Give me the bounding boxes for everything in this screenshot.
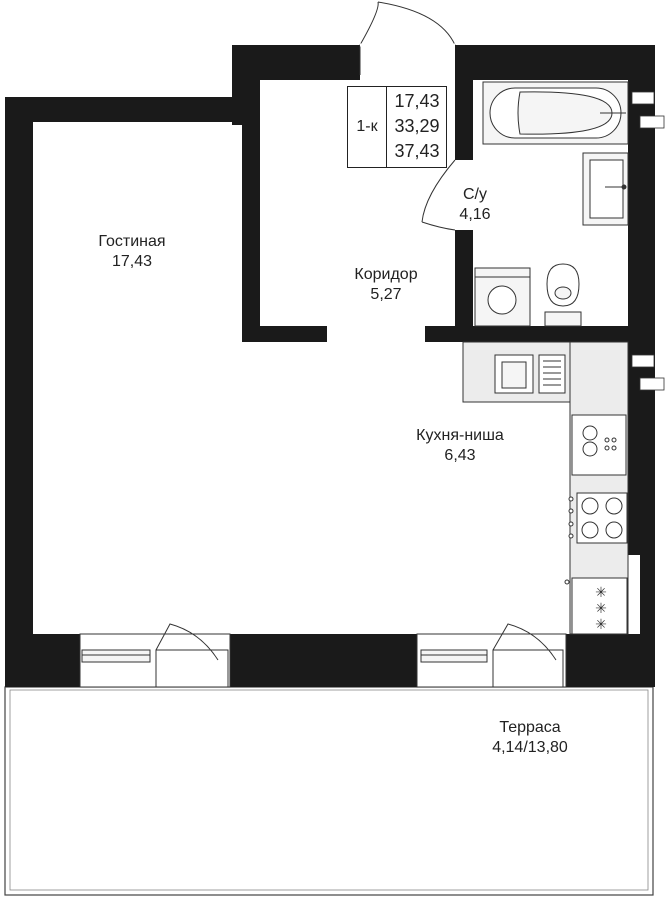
room-name: Коридор <box>354 266 418 283</box>
apartment-info-box: 1-к 17,43 33,29 37,43 <box>347 86 447 168</box>
room-area: 17,43 <box>111 253 153 270</box>
room-area: 5,27 <box>370 286 402 303</box>
washing-machine <box>474 267 531 327</box>
room-label-living: Гостиная 17,43 <box>72 232 192 272</box>
cooktop <box>568 492 628 544</box>
room-area: 4,16 <box>459 206 491 223</box>
balcony-door-left <box>79 623 231 688</box>
room-area: 4,14/13,80 <box>492 739 568 756</box>
living-area-value: 17,43 <box>394 91 440 111</box>
balcony-door-right <box>416 623 567 688</box>
entrance-door <box>359 1 456 75</box>
toilet <box>544 263 582 327</box>
apartment-areas: 17,43 33,29 37,43 <box>387 89 447 164</box>
kitchen-appliance <box>571 414 627 476</box>
bathroom-door <box>421 159 456 231</box>
walls <box>5 45 655 687</box>
svg-text:✳: ✳ <box>595 584 607 600</box>
room-label-bathroom: С/у 4,16 <box>430 185 520 225</box>
bathtub <box>482 81 629 145</box>
room-label-corridor: Коридор 5,27 <box>326 265 446 305</box>
terrace-area <box>4 686 654 896</box>
fridge: ✳ ✳ ✳ <box>564 577 628 635</box>
room-label-kitchen: Кухня-ниша 6,43 <box>395 426 525 466</box>
bathroom-sink <box>582 152 629 226</box>
svg-text:✳: ✳ <box>595 600 607 616</box>
wall-vents <box>631 91 665 391</box>
room-name: Терраса <box>499 719 561 736</box>
kitchen-sink <box>494 354 566 394</box>
apartment-type: 1-к <box>348 87 387 167</box>
room-name: С/у <box>463 186 487 203</box>
room-name: Кухня-ниша <box>416 427 504 444</box>
total-with-terrace-value: 37,43 <box>394 141 440 161</box>
total-area-value: 33,29 <box>394 116 440 136</box>
room-area: 6,43 <box>444 447 476 464</box>
room-label-terrace: Терраса 4,14/13,80 <box>460 718 600 758</box>
room-name: Гостиная <box>98 233 166 250</box>
svg-text:✳: ✳ <box>595 616 607 632</box>
